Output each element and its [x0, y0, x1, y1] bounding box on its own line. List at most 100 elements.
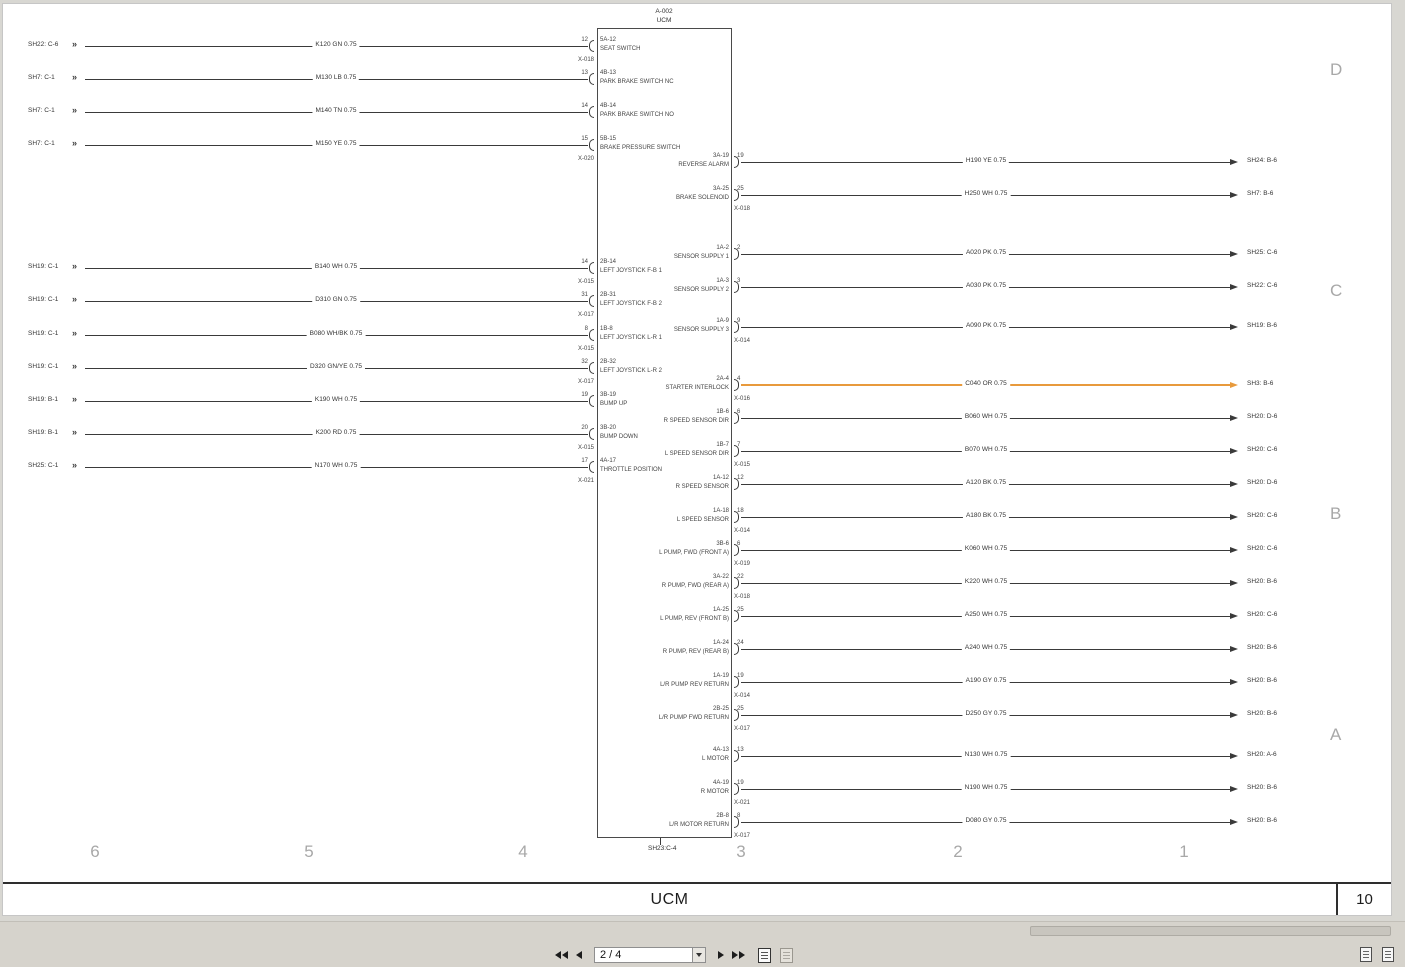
pin-code: 1A-2 — [716, 245, 729, 251]
next-icon — [718, 951, 724, 959]
module-designator: A-002 — [655, 8, 673, 15]
schematic-sheet: UCM 10 — [2, 3, 1392, 916]
pin-number: 19 — [737, 673, 744, 679]
pin-number: 18 — [737, 508, 744, 514]
horizontal-scrollbar-thumb[interactable] — [1030, 926, 1391, 936]
pin-number: 4 — [737, 376, 741, 382]
pin-function: PARK BRAKE SWITCH NO — [600, 112, 674, 118]
fast-forward-icon — [739, 951, 745, 959]
pin-function: LEFT JOYSTICK L-R 2 — [600, 368, 662, 374]
pin-code: 2B-32 — [600, 359, 617, 365]
pin-function: SENSOR SUPPLY 1 — [673, 254, 729, 260]
wire-entry-arrow-icon: » — [72, 394, 77, 404]
grid-col-number: 1 — [1179, 842, 1189, 861]
first-page-button[interactable] — [551, 947, 572, 963]
pin-function: L/R MOTOR RETURN — [669, 822, 729, 828]
pin-connector-icon — [589, 106, 594, 118]
pin-function: BUMP DOWN — [600, 434, 638, 440]
grid-row-letter: C — [1330, 281, 1343, 300]
facing-pages-view-icon[interactable] — [1382, 947, 1394, 962]
pin-number: 13 — [737, 747, 744, 753]
page-dropdown-button[interactable] — [692, 948, 705, 962]
wire-label: A120 BK 0.75 — [962, 479, 1010, 487]
pin-code: 2B-8 — [716, 813, 729, 819]
pin-number: 17 — [581, 458, 588, 464]
wire-source-ref: SH19: B-1 — [28, 396, 58, 403]
rewind-icon — [562, 951, 568, 959]
pin-code: 3B-20 — [600, 425, 617, 431]
chevron-down-icon — [696, 953, 702, 957]
wire-destination-ref: SH20: C-6 — [1247, 446, 1278, 453]
pin-number: 14 — [581, 259, 588, 265]
pin-number: 20 — [581, 425, 588, 431]
sh23-wire-stub — [660, 838, 661, 845]
wire-label: K060 WH 0.75 — [961, 545, 1011, 553]
pin-connector-icon — [734, 412, 739, 424]
wire-label: H250 WH 0.75 — [961, 190, 1011, 198]
pin-number: 7 — [737, 442, 741, 448]
wire-exit-arrow-icon — [1230, 382, 1238, 388]
bottom-sheet-ref: SH23:C-4 — [648, 845, 677, 852]
module-name: UCM — [656, 17, 672, 24]
pin-function: R PUMP, FWD (REAR A) — [661, 583, 729, 589]
wire-destination-ref: SH20: B-6 — [1247, 578, 1277, 585]
connector-name: X-017 — [734, 833, 751, 839]
pin-function: LEFT JOYSTICK F-B 1 — [600, 268, 662, 274]
wire-entry-arrow-icon: » — [72, 361, 77, 371]
grid-col-number: 5 — [304, 842, 314, 861]
pin-number: 24 — [737, 640, 744, 646]
pin-connector-icon — [734, 816, 739, 828]
pin-connector-icon — [734, 156, 739, 168]
wire-entry-arrow-icon: » — [72, 261, 77, 271]
pin-code: 4A-13 — [712, 747, 729, 753]
previous-page-button[interactable] — [572, 947, 586, 963]
pin-code: 1A-25 — [712, 607, 729, 613]
pin-number: 14 — [581, 103, 588, 109]
pin-number: 12 — [737, 475, 744, 481]
sheet-title: UCM — [650, 890, 689, 908]
snapshot-page-icon[interactable] — [758, 947, 771, 963]
wire-exit-arrow-icon — [1230, 786, 1238, 792]
last-page-button[interactable] — [728, 947, 749, 963]
pin-function: LEFT JOYSTICK L-R 1 — [600, 335, 662, 341]
pin-connector-icon — [734, 610, 739, 622]
pin-code: 3A-19 — [712, 153, 729, 159]
pin-connector-icon — [589, 329, 594, 341]
wire-entry-arrow-icon: » — [72, 328, 77, 338]
pin-function: SENSOR SUPPLY 3 — [673, 327, 729, 333]
wire-exit-arrow-icon — [1230, 192, 1238, 198]
connector-name: X-015 — [734, 462, 751, 468]
wire-source-ref: SH7: C-1 — [28, 107, 55, 114]
pin-connector-icon — [734, 709, 739, 721]
wire-exit-arrow-icon — [1230, 679, 1238, 685]
wire-label: A180 BK 0.75 — [962, 512, 1010, 520]
wire-source-ref: SH7: C-1 — [28, 74, 55, 81]
next-page-button[interactable] — [714, 947, 728, 963]
pin-connector-icon — [589, 461, 594, 473]
page-indicator[interactable]: 2 / 4 — [600, 949, 622, 961]
wire-label: A240 WH 0.75 — [961, 644, 1011, 652]
wire-label: N170 WH 0.75 — [311, 462, 361, 470]
pin-number: 13 — [581, 70, 588, 76]
wire-destination-ref: SH20: C-6 — [1247, 611, 1278, 618]
page-number-field[interactable]: 2 / 4 — [594, 947, 706, 963]
grid-row-letter: B — [1330, 504, 1342, 523]
pin-function: STARTER INTERLOCK — [665, 385, 729, 391]
connector-name: X-014 — [734, 338, 751, 344]
wire-destination-ref: SH20: B-6 — [1247, 644, 1277, 651]
pin-code: 4A-19 — [712, 780, 729, 786]
wire-destination-ref: SH20: C-6 — [1247, 545, 1278, 552]
wire-entry-arrow-icon: » — [72, 138, 77, 148]
wire-destination-ref: SH20: D-6 — [1247, 479, 1278, 486]
pin-function: L PUMP, FWD (FRONT A) — [659, 550, 729, 556]
wire-exit-arrow-icon — [1230, 284, 1238, 290]
wire-source-ref: SH19: B-1 — [28, 429, 58, 436]
pin-connector-icon — [734, 321, 739, 333]
wire-label: K200 RD 0.75 — [312, 429, 360, 437]
single-page-view-icon[interactable] — [1360, 947, 1372, 962]
pin-number: 8 — [737, 813, 741, 819]
pin-function: R SPEED SENSOR DIR — [663, 418, 729, 424]
pin-number: 31 — [581, 292, 588, 298]
connector-name: X-019 — [734, 561, 751, 567]
wire-label: A090 PK 0.75 — [962, 322, 1010, 330]
